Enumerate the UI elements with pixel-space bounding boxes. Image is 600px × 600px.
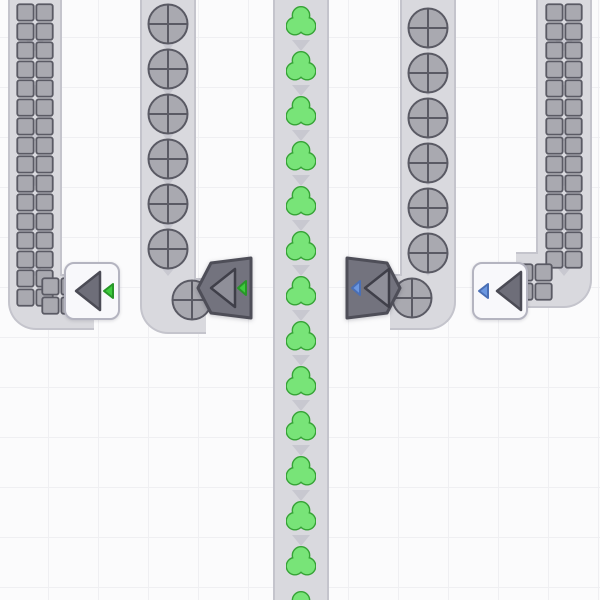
cluster-shape-item xyxy=(285,276,317,310)
tunnel-entrance-right-blue[interactable] xyxy=(344,255,404,321)
arrow-left-icon xyxy=(363,267,391,309)
tunnel-exit-right-blue[interactable] xyxy=(472,262,528,320)
circle-shape-item xyxy=(146,182,190,230)
arrow-left-icon xyxy=(74,270,102,312)
tier-accent-arrow-icon xyxy=(103,283,114,299)
tier-accent-arrow-icon xyxy=(237,280,247,296)
belt-direction-chevron xyxy=(292,220,310,231)
belt-squares-right[interactable] xyxy=(536,0,592,308)
arrow-left-icon xyxy=(209,267,237,309)
square-shape-item xyxy=(15,192,55,236)
circle-shape-item xyxy=(406,51,450,99)
belt-direction-chevron xyxy=(159,265,177,276)
cluster-shape-item xyxy=(285,231,317,265)
circle-shape-item xyxy=(146,47,190,95)
belt-direction-chevron xyxy=(292,265,310,276)
belt-direction-chevron xyxy=(292,490,310,501)
tunnel-exit-left-green[interactable] xyxy=(64,262,120,320)
cluster-shape-item xyxy=(285,51,317,85)
square-shape-item xyxy=(15,78,55,122)
arrow-left-icon xyxy=(495,270,523,312)
belt-circles-left[interactable] xyxy=(140,0,196,334)
belt-direction-chevron xyxy=(26,220,44,231)
circle-shape-item xyxy=(146,92,190,140)
belt-direction-chevron xyxy=(292,40,310,51)
device-face xyxy=(478,270,523,312)
circle-shape-item xyxy=(146,2,190,50)
square-shape-item xyxy=(15,2,55,46)
belt-direction-chevron xyxy=(292,400,310,411)
device-face xyxy=(345,256,402,320)
cluster-shape-item xyxy=(285,501,317,535)
device-face xyxy=(196,256,253,320)
belt-direction-chevron xyxy=(555,265,573,276)
cluster-shape-item xyxy=(285,6,317,40)
cluster-shape-item xyxy=(285,366,317,400)
square-shape-item xyxy=(544,192,584,236)
square-shape-item xyxy=(544,40,584,84)
belt-direction-chevron xyxy=(26,175,44,186)
cluster-shape-item xyxy=(285,456,317,490)
square-shape-item xyxy=(15,40,55,84)
square-shape-item xyxy=(15,154,55,198)
belt-direction-chevron xyxy=(555,175,573,186)
belt-direction-chevron xyxy=(292,175,310,186)
cluster-shape-item xyxy=(285,546,317,580)
belt-direction-chevron xyxy=(159,130,177,141)
circle-shape-item xyxy=(406,186,450,234)
tier-accent-arrow-icon xyxy=(351,280,361,296)
belt-direction-chevron xyxy=(26,85,44,96)
belt-direction-chevron xyxy=(26,40,44,51)
belt-squares-left[interactable] xyxy=(8,0,62,330)
circle-shape-item xyxy=(146,137,190,185)
tunnel-entrance-left-green[interactable] xyxy=(194,255,254,321)
device-face xyxy=(74,270,114,312)
belt-direction-chevron xyxy=(292,310,310,321)
belt-direction-chevron xyxy=(159,85,177,96)
cluster-shape-item xyxy=(285,141,317,175)
square-shape-item xyxy=(544,2,584,46)
square-shape-item xyxy=(15,116,55,160)
cluster-shape-item xyxy=(285,186,317,220)
cluster-shape-item xyxy=(286,591,316,600)
square-shape-item xyxy=(544,154,584,198)
belt-clusters-center[interactable] xyxy=(273,0,329,600)
belt-direction-chevron xyxy=(292,445,310,456)
cluster-shape-item xyxy=(285,96,317,130)
belt-direction-chevron xyxy=(292,85,310,96)
belt-direction-chevron xyxy=(26,265,44,276)
circle-shape-item xyxy=(406,141,450,189)
belt-direction-chevron xyxy=(292,535,310,546)
circle-shape-item xyxy=(406,6,450,54)
cluster-shape-item xyxy=(285,411,317,445)
belt-direction-chevron xyxy=(292,355,310,366)
belt-direction-chevron xyxy=(159,220,177,231)
square-shape-item xyxy=(15,230,55,274)
belt-direction-chevron xyxy=(555,130,573,141)
belt-circles-right[interactable] xyxy=(400,0,456,330)
belt-direction-chevron xyxy=(555,85,573,96)
tier-accent-arrow-icon xyxy=(478,283,489,299)
square-shape-item xyxy=(544,116,584,160)
square-shape-item xyxy=(544,78,584,122)
belt-direction-chevron xyxy=(555,40,573,51)
belt-direction-chevron xyxy=(292,130,310,141)
belt-direction-chevron xyxy=(159,40,177,51)
circle-shape-item xyxy=(146,227,190,275)
belt-direction-chevron xyxy=(26,130,44,141)
circle-shape-item xyxy=(406,96,450,144)
cluster-shape-item xyxy=(285,321,317,355)
circle-shape-item xyxy=(406,231,450,279)
belt-direction-chevron xyxy=(159,175,177,186)
belt-direction-chevron xyxy=(555,220,573,231)
